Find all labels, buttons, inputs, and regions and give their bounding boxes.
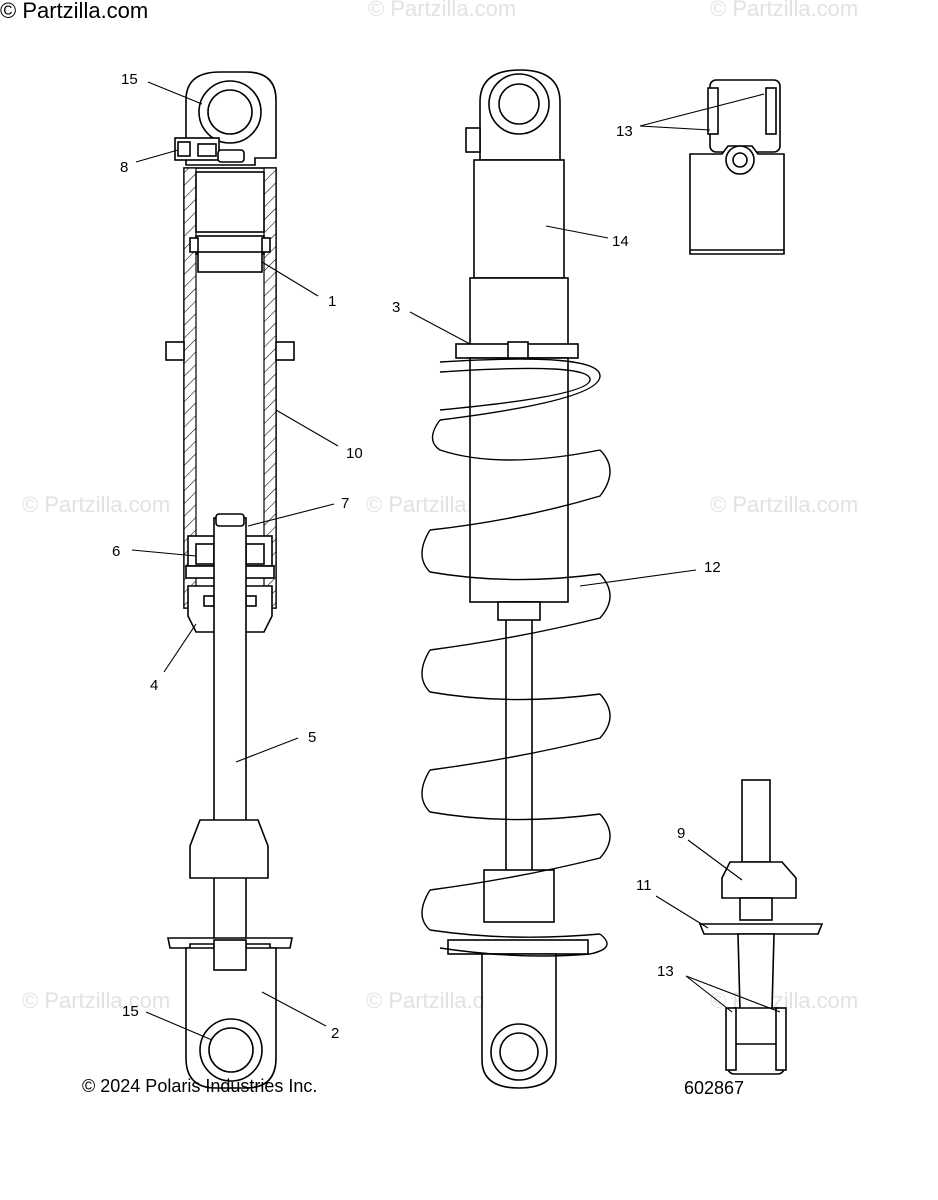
upper-mount-detail xyxy=(689,79,785,255)
watermark: © Partzilla.com xyxy=(22,988,170,1013)
bumper-exterior xyxy=(483,869,555,923)
lower-bushing-bore-exterior xyxy=(499,1032,539,1072)
callout-3: 3 xyxy=(392,299,400,316)
shaft-end xyxy=(213,939,247,971)
floating-piston-1 xyxy=(197,251,263,273)
copyright-text: © 2024 Polaris Industries Inc. xyxy=(82,1076,317,1096)
seal-head-oring-right xyxy=(245,595,257,607)
callout-14: 14 xyxy=(612,233,629,250)
leader-lines xyxy=(131,81,781,1041)
shock-body-exterior xyxy=(469,357,569,603)
spring-retainer-11 xyxy=(698,923,824,935)
reservoir-14 xyxy=(473,159,565,279)
callout-7: 7 xyxy=(341,495,349,512)
cap-nut xyxy=(217,149,245,163)
spacer-13-left xyxy=(707,87,719,135)
shock-cross-section xyxy=(165,71,295,1089)
gas-chamber xyxy=(195,171,265,233)
callout-8: 8 xyxy=(120,159,128,176)
callout-5: 5 xyxy=(308,729,316,746)
callout-15-upper: 15 xyxy=(121,71,138,88)
spacer-13-lower-left xyxy=(725,1007,737,1071)
shaft-detail xyxy=(741,779,771,863)
bumper xyxy=(189,819,269,879)
callout-9: 9 xyxy=(677,825,685,842)
shaft-exterior xyxy=(505,601,533,883)
callout-10: 10 xyxy=(346,445,363,462)
watermark: © Partzilla.com xyxy=(710,0,858,21)
lower-bushing-bore xyxy=(208,1027,254,1073)
body-collar xyxy=(469,277,569,347)
diagram-number: 602867 xyxy=(684,1078,744,1098)
upper-bushing-bore-exterior xyxy=(498,83,540,125)
valve-core xyxy=(177,141,191,157)
callout-6: 6 xyxy=(112,543,120,560)
reservoir-top-detail xyxy=(689,145,785,255)
shim-stack-right xyxy=(245,543,265,565)
spacer-13-lower-right xyxy=(775,1007,787,1071)
callout-13-lower: 13 xyxy=(657,963,674,980)
coil-spring-12 xyxy=(421,358,611,957)
valve-exterior xyxy=(465,127,481,153)
callout-13-upper: 13 xyxy=(616,123,633,140)
shaft-5 xyxy=(213,517,247,971)
bumper-9 xyxy=(721,861,797,899)
spacer-13-right xyxy=(765,87,777,135)
body-tab-right xyxy=(275,341,295,361)
shock-exterior-view xyxy=(421,69,611,1089)
shaft-detail-lower xyxy=(739,897,773,921)
watermark-corner: © Partzilla.com xyxy=(0,0,148,23)
seal-cap-exterior xyxy=(497,601,541,621)
callout-2: 2 xyxy=(331,1025,339,1042)
callout-15-lower: 15 xyxy=(122,1003,139,1020)
upper-bushing-bore xyxy=(207,89,253,135)
shaft-nut xyxy=(215,513,245,527)
callout-12: 12 xyxy=(704,559,721,576)
callout-1: 1 xyxy=(328,293,336,310)
seal-head-oring-left xyxy=(203,595,215,607)
valve-cap xyxy=(197,143,217,157)
lower-eyelet-neck xyxy=(737,933,775,1011)
piston-seal-left xyxy=(189,237,199,253)
callout-4: 4 xyxy=(150,677,158,694)
callout-11: 11 xyxy=(636,877,652,894)
watermark: © Partzilla.com xyxy=(710,492,858,517)
body-tab-left xyxy=(165,341,185,361)
shim-stack-left xyxy=(195,543,215,565)
lower-mount-detail xyxy=(698,779,824,1075)
watermark: © Partzilla.com xyxy=(22,492,170,517)
mount-bolt-center xyxy=(732,152,748,168)
watermark: © Partzilla.com xyxy=(368,0,516,21)
piston-seal-right xyxy=(261,237,271,253)
